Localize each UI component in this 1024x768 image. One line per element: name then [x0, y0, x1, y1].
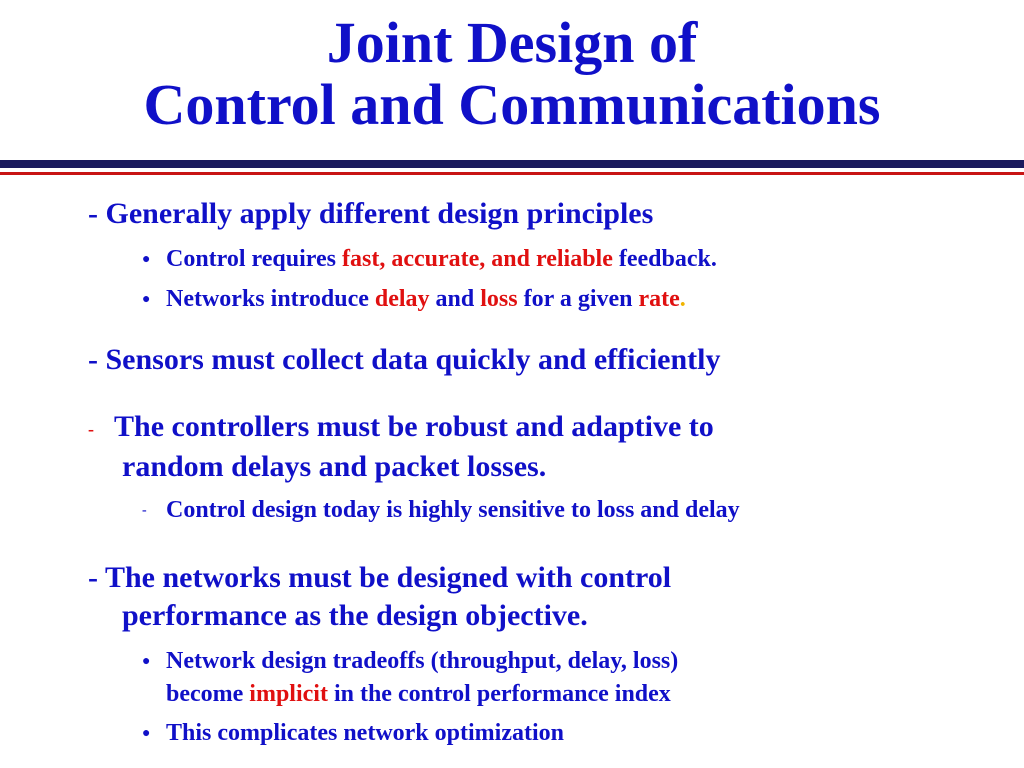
- bullet-dot: ●: [142, 252, 151, 268]
- slide-title: Joint Design of Control and Communicatio…: [0, 12, 1024, 136]
- sub-bullet-complicates: ●This complicates network optimization: [142, 717, 564, 750]
- bullet-sensors: - Sensors must collect data quickly and …: [88, 343, 721, 376]
- bullet-design-principles: - Generally apply different design princ…: [88, 197, 654, 230]
- sub-bullet-control-requires: ●Control requires fast, accurate, and re…: [142, 243, 717, 276]
- bullet-dot: ●: [142, 726, 151, 742]
- title-divider-red: [0, 172, 1024, 175]
- bullet-dash: -: [142, 503, 147, 519]
- highlight-loss: loss: [480, 286, 518, 312]
- highlight-implicit: implicit: [249, 681, 328, 708]
- red-dash-marker: -: [88, 419, 94, 440]
- sub-bullet-tradeoffs: ●Network design tradeoffs (throughput, d…: [142, 648, 679, 708]
- highlight-fast-accurate-reliable: fast, accurate, and reliable: [342, 246, 613, 272]
- bullet-dot: ●: [142, 654, 151, 670]
- highlight-rate: rate: [638, 286, 680, 312]
- bullet-controllers-robust: -The controllers must be robust and adap…: [88, 410, 714, 484]
- bullet-networks-designed: - The networks must be designed with con…: [88, 561, 672, 632]
- slide-title-line-1: Joint Design of: [326, 10, 698, 75]
- slide-title-line-2: Control and Communications: [143, 72, 881, 137]
- highlight-delay: delay: [374, 286, 430, 312]
- title-divider-navy: [0, 160, 1024, 168]
- bullet-dot: ●: [142, 292, 151, 308]
- sub-bullet-networks-introduce: ●Networks introduce delay and loss for a…: [142, 283, 686, 316]
- sub-bullet-control-design-sensitive: -Control design today is highly sensitiv…: [142, 494, 740, 527]
